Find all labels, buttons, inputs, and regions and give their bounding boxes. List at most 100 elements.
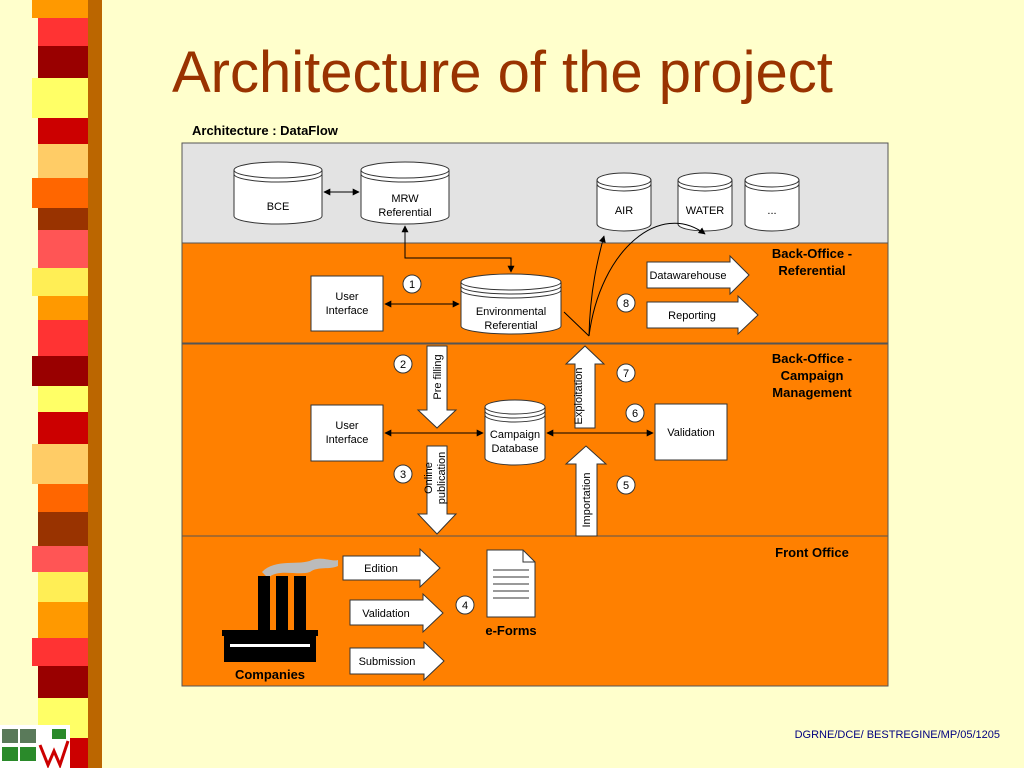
stripe-edge xyxy=(88,0,102,768)
page-title: Architecture of the project xyxy=(172,40,833,105)
zone-title-campaign-1: Back-Office - xyxy=(772,351,852,366)
step-badge-4: 4 xyxy=(455,595,475,615)
step-6-label: 6 xyxy=(632,408,638,420)
user-interface-2-label-2: Interface xyxy=(326,434,369,446)
zone-title-front-office: Front Office xyxy=(775,545,849,560)
user-interface-box-1: User Interface xyxy=(310,275,384,332)
user-interface-1-label-1: User xyxy=(335,291,359,303)
database-water-label: WATER xyxy=(686,205,725,217)
step-2-label: 2 xyxy=(400,359,406,371)
footer-reference: DGRNE/DCE/ BESTREGINE/MP/05/1205 xyxy=(794,729,1000,741)
zone-title-backoffice-ref-1: Back-Office - xyxy=(772,246,852,261)
arrow-datawarehouse: Datawarehouse xyxy=(646,254,750,296)
database-air-label: AIR xyxy=(615,205,633,217)
user-interface-1-label-2: Interface xyxy=(326,305,369,317)
arrow-online-publication-label-2: publication xyxy=(436,452,448,505)
zone-title-campaign-2: Campaign xyxy=(781,368,844,383)
step-3-label: 3 xyxy=(400,469,406,481)
database-more: ... xyxy=(744,172,800,232)
database-env-label-2: Referential xyxy=(484,320,537,332)
connector-env-hub xyxy=(563,311,590,337)
step-badge-8: 8 xyxy=(616,293,636,313)
arrow-online-publication: Online publication xyxy=(416,445,458,535)
stripe-block xyxy=(38,208,96,230)
arrow-online-publication-label-1: Online xyxy=(423,462,435,494)
user-interface-2-label-1: User xyxy=(335,420,359,432)
stripe-block xyxy=(38,296,96,320)
validation-box: Validation xyxy=(654,403,728,461)
zone-title-campaign-3: Management xyxy=(772,385,852,400)
arrow-exploitation-label: Exploitation xyxy=(573,368,585,425)
stripe-block xyxy=(32,268,90,296)
eforms-label: e-Forms xyxy=(485,623,536,638)
database-bce: BCE xyxy=(233,161,323,225)
arrow-submission-label: Submission xyxy=(359,656,416,668)
stripe-block xyxy=(32,0,90,18)
factory-icon xyxy=(222,558,338,662)
database-more-label: ... xyxy=(767,205,776,217)
zone-title-backoffice-ref-2: Referential xyxy=(778,263,845,278)
step-4-label: 4 xyxy=(462,600,468,612)
step-badge-6: 6 xyxy=(625,403,645,423)
arrow-edition-label: Edition xyxy=(364,563,398,575)
connector-to-water xyxy=(588,222,706,337)
stripe-block xyxy=(38,602,96,638)
arrow-datawarehouse-label: Datawarehouse xyxy=(649,270,726,282)
stripe-block xyxy=(38,572,96,602)
step-badge-3: 3 xyxy=(393,464,413,484)
database-water: WATER xyxy=(677,172,733,232)
stripe-block xyxy=(38,144,96,178)
user-interface-box-2: User Interface xyxy=(310,404,384,462)
connector-to-air xyxy=(588,235,606,337)
stripe-block xyxy=(38,666,96,698)
arrow-reporting: Reporting xyxy=(646,294,759,336)
stripe-block xyxy=(32,356,90,386)
step-badge-7: 7 xyxy=(616,363,636,383)
database-mrw-referential: MRW Referential xyxy=(360,161,450,225)
database-air: AIR xyxy=(596,172,652,232)
stripe-block xyxy=(38,118,96,144)
arrow-edition: Edition xyxy=(342,547,441,589)
stripe-block xyxy=(38,512,96,546)
stripe-block xyxy=(38,46,96,78)
database-mrw-label-2: Referential xyxy=(378,207,431,219)
companies-label: Companies xyxy=(235,667,305,682)
decorative-stripe xyxy=(32,0,102,768)
document-icon xyxy=(486,549,536,618)
stripe-block xyxy=(32,638,90,666)
stripe-block xyxy=(38,320,96,356)
database-campaign-label-2: Database xyxy=(491,443,538,455)
connector-mrw-env xyxy=(401,225,515,273)
step-5-label: 5 xyxy=(623,480,629,492)
step-8-label: 8 xyxy=(623,298,629,310)
database-env-label-1: Environmental xyxy=(476,306,546,318)
stripe-block xyxy=(38,386,96,412)
step-badge-2: 2 xyxy=(393,354,413,374)
stripe-block xyxy=(32,546,90,572)
arrow-importation: Importation xyxy=(564,445,608,537)
step-badge-5: 5 xyxy=(616,475,636,495)
database-environmental-referential: Environmental Referential xyxy=(460,273,562,335)
database-mrw-label-1: MRW xyxy=(391,193,419,205)
arrow-validation-label: Validation xyxy=(362,608,410,620)
arrow-pre-filling: Pre filling xyxy=(416,345,458,429)
database-campaign-label-1: Campaign xyxy=(490,429,540,441)
validation-box-label: Validation xyxy=(667,427,715,439)
diagram-subtitle: Architecture : DataFlow xyxy=(192,123,338,138)
database-campaign: Campaign Database xyxy=(484,399,546,466)
step-badge-1: 1 xyxy=(402,274,422,294)
arrow-pre-filling-label: Pre filling xyxy=(432,354,444,399)
arrow-validation: Validation xyxy=(349,592,444,634)
step-7-label: 7 xyxy=(623,368,629,380)
stripe-block xyxy=(38,230,96,268)
step-1-label: 1 xyxy=(409,279,415,291)
arrow-reporting-label: Reporting xyxy=(668,310,716,322)
database-bce-label: BCE xyxy=(267,201,290,213)
stripe-block xyxy=(38,18,96,46)
stripe-block xyxy=(32,444,90,484)
stripe-block xyxy=(32,78,90,118)
stripe-block xyxy=(32,178,90,208)
arrow-importation-label: Importation xyxy=(581,472,593,527)
stripe-block xyxy=(38,412,96,444)
